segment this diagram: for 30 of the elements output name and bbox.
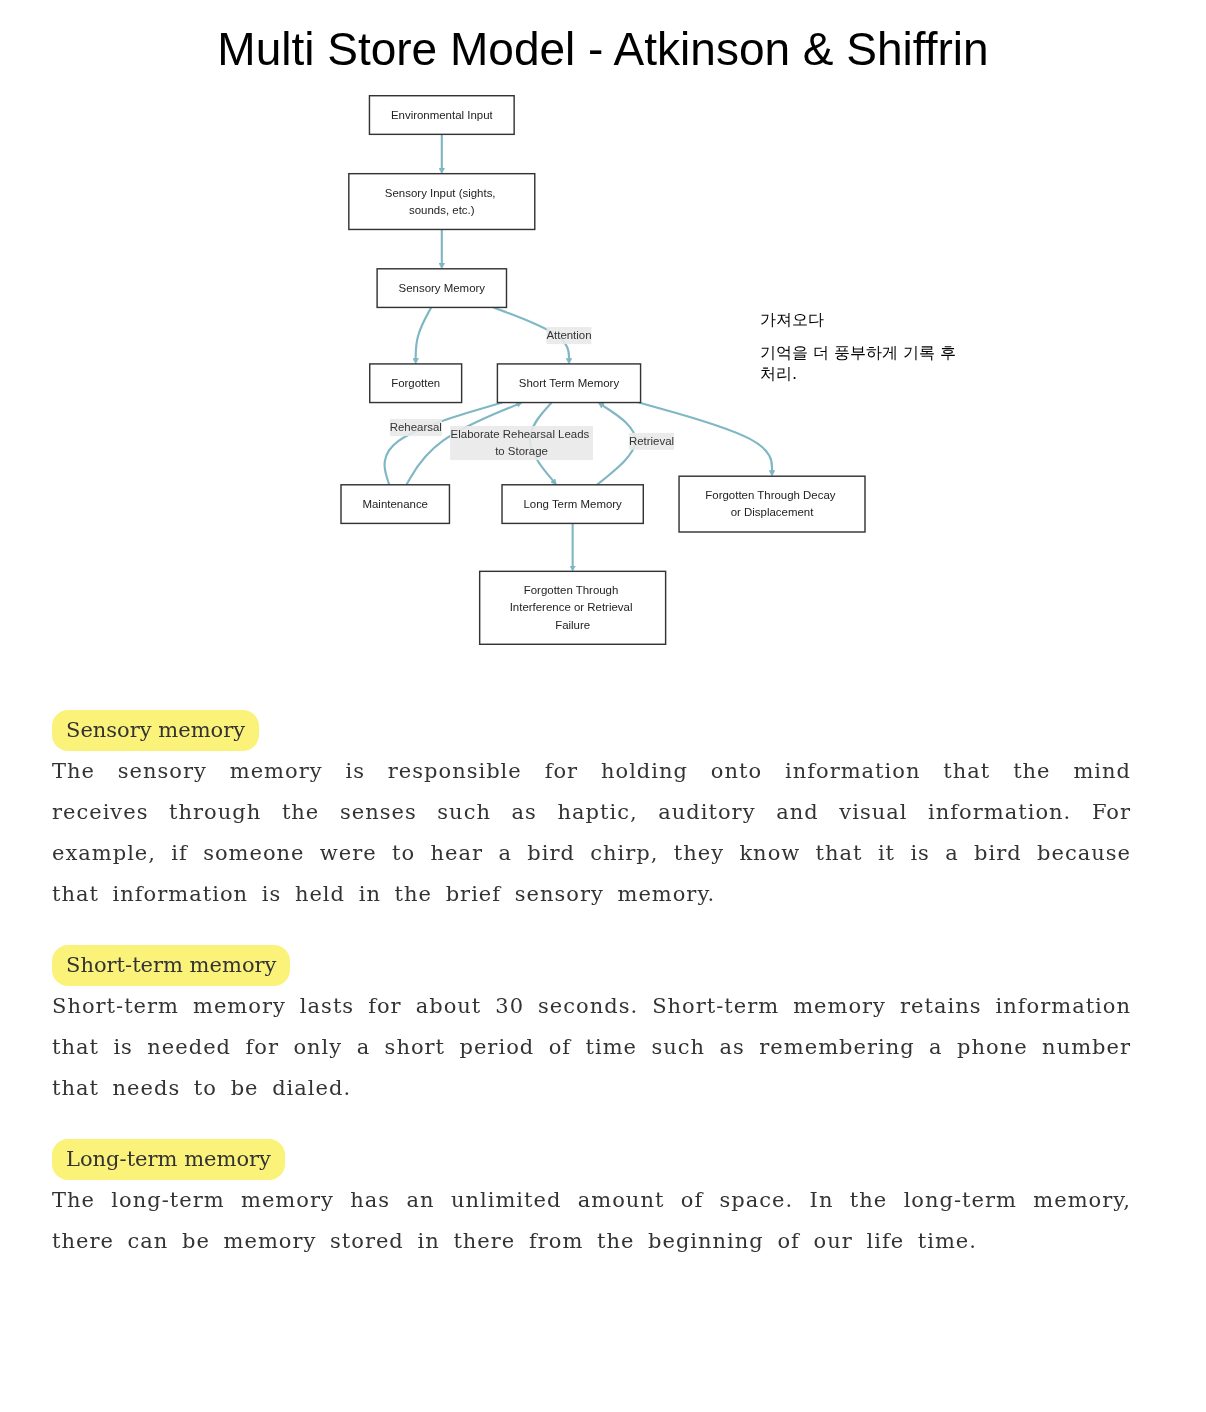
- node-box: Sensory Input (sights, sounds, etc.): [348, 172, 536, 230]
- edge-label: Retrieval: [628, 434, 675, 447]
- edge-label: Elaborate Rehearsal Leads to Storage: [450, 427, 590, 458]
- section-heading: Short-term memory: [52, 944, 291, 986]
- arrow: [438, 134, 445, 174]
- node-box: Maintenance: [340, 483, 451, 524]
- paragraph: Short-term memory lasts for about 30 seconds. Short-term memory retains information that is needed for only a short period of time such as remembering a phone number that needs to be dialed.: [52, 992, 1131, 1102]
- arrow: [638, 401, 776, 477]
- paragraph: The long-term memory has an unlimited amount of space. In the long-term memory, there can be memory stored in there from the beginning of our life time.: [52, 1186, 1131, 1255]
- node-box: Environmental Input: [368, 94, 515, 135]
- diagram-title: Multi Store Model - Atkinson & Shiffrin: [216, 22, 990, 77]
- arrow: [412, 306, 433, 364]
- section-heading: Long-term memory: [52, 1138, 285, 1180]
- handwritten-note: 기억을 더 풍부하게 기록 후 처리.: [760, 342, 958, 385]
- arrow: [569, 523, 576, 572]
- connector: [383, 401, 503, 485]
- node-box: Long Term Memory: [501, 483, 644, 524]
- node-box: Forgotten: [369, 363, 463, 404]
- node-box: Sensory Memory: [376, 267, 508, 308]
- edge-label: Rehearsal: [389, 420, 442, 434]
- node-box: Forgotten Through Decay or Displacement: [678, 475, 866, 533]
- section-heading: Sensory memory: [52, 709, 260, 751]
- arrow: [438, 229, 445, 269]
- node-box: Short Term Memory: [496, 363, 642, 404]
- arrow: [596, 402, 637, 486]
- edge-label: Attention: [546, 329, 592, 342]
- paragraph: The sensory memory is responsible for holding onto information that the mind receives through the senses such as haptic, auditory and visual information. For example, if someone were to hear a bird chirp, they know that it is a bird because that information is held in the brief sensory memory.: [52, 757, 1131, 908]
- node-box: Forgotten Through Interference or Retrieval Failure: [478, 570, 667, 645]
- handwritten-note: 가져오다: [760, 309, 825, 331]
- arrow: [405, 401, 523, 486]
